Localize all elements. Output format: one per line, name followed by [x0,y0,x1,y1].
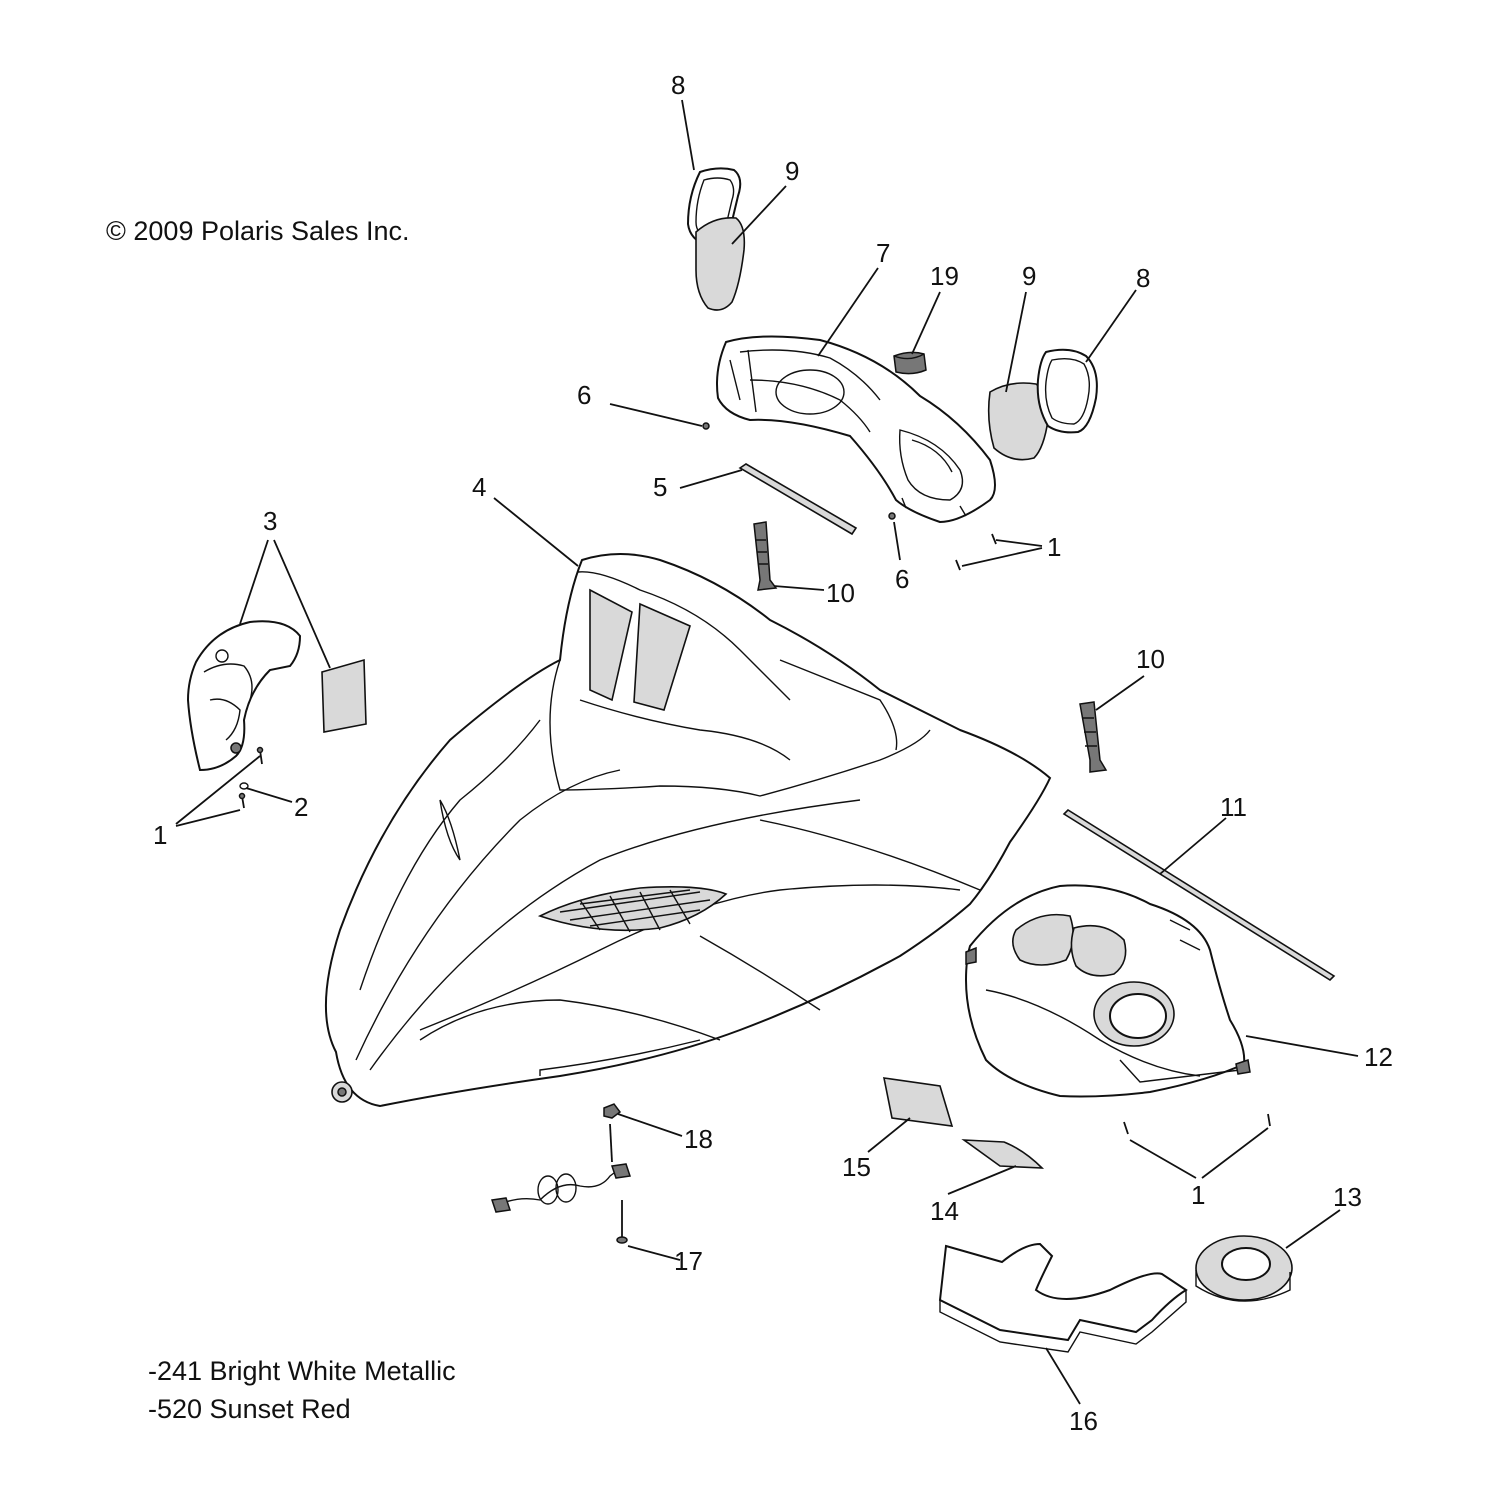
callout-5: 5 [653,472,668,502]
part-10-clip-a [753,521,778,591]
part-3-decal [321,658,367,733]
color-option: -520 Sunset Red [148,1394,351,1424]
callout-11: 11 [1220,792,1247,822]
part-17-bolt [616,1200,628,1244]
callout-8: 8 [1136,263,1151,293]
color-option: -241 Bright White Metallic [148,1356,456,1386]
callout-9: 9 [785,156,800,186]
callout-6: 6 [895,564,910,594]
part-16-pad [938,1242,1188,1353]
callout-10: 10 [826,578,855,608]
copyright-notice: © 2009 Polaris Sales Inc. [106,216,410,246]
wire-harness [491,1123,631,1213]
callout-9: 9 [1022,261,1037,291]
callout-4: 4 [472,472,487,502]
part-9-mirror-left [695,216,746,311]
part-6-screw-b [888,512,896,520]
callout-1: 1 [1047,532,1062,562]
part-15-decal [882,1077,954,1127]
part-13-grommet [1195,1235,1293,1302]
part-14-decal [961,1139,1045,1169]
callout-18: 18 [684,1124,713,1154]
part-11-strip [1062,808,1336,982]
callout-3: 3 [263,506,278,536]
callout-13: 13 [1333,1182,1362,1212]
part-6-screw-a [702,422,710,430]
callout-12: 12 [1364,1042,1393,1072]
callout-1: 1 [1191,1180,1206,1210]
part-18-nut [603,1103,622,1119]
color-options: -241 Bright White Metallic -520 Sunset R… [148,1352,456,1428]
part-10-clip-b [1079,701,1108,773]
callout-8: 8 [671,70,686,100]
callout-7: 7 [876,238,891,268]
leader-lines [175,99,1359,1405]
part-1-pin-left-b [238,792,246,809]
part-7-housing [716,335,996,524]
part-5-strip [738,463,858,536]
part-1-pin-left-a [256,746,264,765]
part-2-washer [239,782,249,790]
part-1-pins-upper [955,533,997,571]
part-4-hood [324,553,1052,1108]
callout-16: 16 [1069,1406,1098,1436]
callout-1: 1 [153,820,168,850]
callout-10: 10 [1136,644,1165,674]
callout-19: 19 [930,261,959,291]
part-1-pins-lower [1123,1113,1271,1135]
part-9-mirror-right [987,382,1050,461]
part-19-cap [893,351,927,375]
callout-14: 14 [930,1196,959,1226]
part-8-gasket-right [1036,348,1098,434]
callout-6: 6 [577,380,592,410]
part-3-side-panel [186,620,302,772]
callout-2: 2 [294,792,309,822]
part-12-tray [964,884,1251,1098]
callout-17: 17 [674,1246,703,1276]
callout-15: 15 [842,1152,871,1182]
